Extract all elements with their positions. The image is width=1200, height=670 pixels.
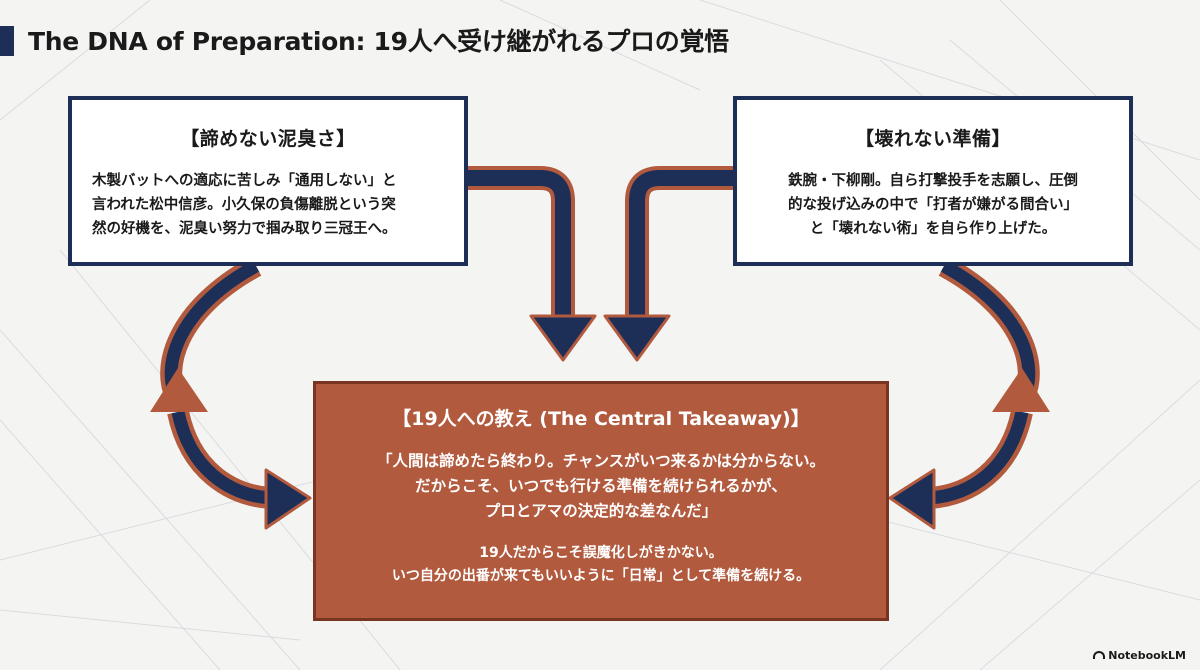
notebooklm-logo-icon bbox=[1093, 651, 1106, 659]
title-accent-bar bbox=[0, 26, 14, 56]
arrow-right-to-center bbox=[625, 166, 733, 318]
loop-right-left-head bbox=[888, 468, 936, 530]
note-line: 19人だからこそ誤魔化しがきかない。 bbox=[479, 545, 723, 561]
central-takeaway-quote: 「人間は諦めたら終わり。チャンスがいつ来るかは分からない。 だからこそ、いつでも… bbox=[316, 449, 886, 524]
card-unbreakable-prep: 【壊れない準備】 鉄腕・下柳剛。自ら打撃投手を志願し、圧倒 的な投げ込みの中で「… bbox=[733, 96, 1133, 266]
quote-line: 「人間は諦めたら終わり。チャンスがいつ来るかは分からない。 bbox=[376, 452, 826, 470]
card-never-give-up-body: 木製バットへの適応に苦しみ「通用しない」と 言われた松中信彦。小久保の負傷離脱と… bbox=[92, 169, 446, 241]
note-line: いつ自分の出番が来てもいいように「日常」として準備を続ける。 bbox=[391, 568, 811, 584]
card-never-give-up: 【諦めない泥臭さ】 木製バットへの適応に苦しみ「通用しない」と 言われた松中信彦… bbox=[68, 96, 468, 266]
page-title: The DNA of Preparation: 19人へ受け継がれるプロの覚悟 bbox=[28, 27, 729, 56]
card-never-give-up-heading: 【諦めない泥臭さ】 bbox=[180, 128, 356, 150]
central-takeaway-heading: 【19人への教え (The Central Takeaway)】 bbox=[392, 408, 810, 430]
central-takeaway-note: 19人だからこそ誤魔化しがきかない。 いつ自分の出番が来てもいいように「日常」と… bbox=[316, 542, 886, 588]
body-line: 言われた松中信彦。小久保の負傷離脱という突 bbox=[92, 197, 396, 213]
body-line: と「壊れない術」を自ら作り上げた。 bbox=[809, 221, 1057, 237]
notebooklm-watermark: NotebookLM bbox=[1093, 649, 1186, 662]
body-line: 的な投げ込みの中で「打者が嫌がる間合い」 bbox=[788, 197, 1078, 213]
quote-line: だからこそ、いつでも行ける準備を続けられるかが、 bbox=[415, 477, 787, 495]
arrow-right-head bbox=[603, 314, 671, 362]
loop-right-up-head bbox=[992, 368, 1050, 412]
brand-label: NotebookLM bbox=[1108, 649, 1186, 662]
loop-left-up-head bbox=[150, 368, 208, 412]
arrow-left-head bbox=[529, 314, 597, 362]
quote-line: プロとアマの決定的な差なんだ」 bbox=[484, 502, 718, 520]
card-unbreakable-prep-heading: 【壊れない準備】 bbox=[854, 128, 1011, 150]
body-line: 然の好機を、泥臭い努力で掴み取り三冠王へ。 bbox=[92, 221, 397, 237]
arrow-left-to-center bbox=[468, 166, 575, 318]
central-takeaway-card: 【19人への教え (The Central Takeaway)】 「人間は諦めた… bbox=[313, 381, 889, 621]
body-line: 木製バットへの適応に苦しみ「通用しない」と bbox=[92, 173, 397, 189]
loop-left-right-head bbox=[264, 468, 312, 530]
body-line: 鉄腕・下柳剛。自ら打撃投手を志願し、圧倒 bbox=[788, 173, 1078, 189]
card-unbreakable-prep-body: 鉄腕・下柳剛。自ら打撃投手を志願し、圧倒 的な投げ込みの中で「打者が嫌がる間合い… bbox=[755, 169, 1111, 241]
